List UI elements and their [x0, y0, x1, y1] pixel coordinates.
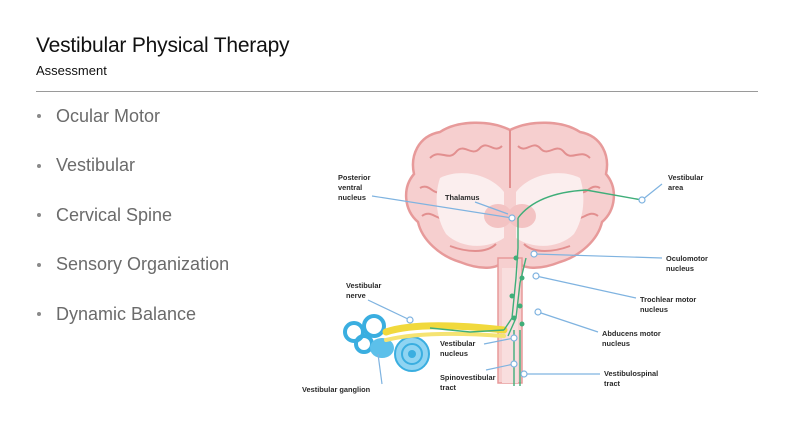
title-divider	[36, 91, 758, 92]
bullet-item: Dynamic Balance	[36, 302, 229, 326]
callout-posterior-ventral	[371, 195, 513, 219]
callout-dot	[530, 250, 538, 258]
bullet-text: Cervical Spine	[56, 204, 173, 225]
bullet-item: Cervical Spine	[36, 203, 229, 227]
callout-lines	[367, 183, 663, 385]
callout-dot	[638, 196, 646, 204]
label-vestibular-nerve-1: Vestibular	[346, 281, 381, 290]
gyri-right-top	[517, 144, 591, 159]
slide-title: Vestibular Physical Therapy	[36, 34, 290, 57]
label-vestibulospinal-1: Vestibulospinal	[604, 369, 658, 378]
nerve-to-nucleus	[429, 327, 505, 333]
vestibule	[370, 338, 394, 358]
semicircular-canal-1	[343, 321, 365, 343]
callout-vestibular-nucleus	[483, 337, 515, 345]
bullet-item: Vestibular	[36, 154, 229, 178]
vestibular-nerve-branch	[384, 331, 506, 342]
bullet-text: Ocular Motor	[56, 105, 161, 126]
semicircular-canal-2	[362, 314, 386, 338]
ascending-pathway-2	[507, 257, 527, 337]
label-oculomotor-1: Oculomotor	[666, 254, 708, 263]
callout-spinovestibular	[485, 363, 515, 371]
label-posterior-ventral-3: nucleus	[338, 193, 366, 202]
bullet-text: Sensory Organization	[56, 254, 230, 274]
bullet-dot-icon	[37, 213, 41, 217]
slide-subtitle: Assessment	[36, 63, 107, 78]
bullet-list: Ocular Motor Vestibular Cervical Spine S…	[36, 104, 229, 352]
bullet-dot-icon	[37, 163, 41, 168]
semicircular-canal-3	[354, 334, 374, 354]
callout-vestibular-nerve	[367, 299, 411, 321]
bullet-text: Vestibular	[56, 155, 136, 175]
label-posterior-ventral-2: ventral	[338, 183, 362, 192]
bullet-dot-icon	[37, 262, 41, 267]
callout-dot	[406, 316, 414, 324]
white-matter-left	[436, 173, 504, 246]
label-abducens-1: Abducens motor	[602, 329, 661, 338]
temporal-right	[523, 243, 571, 252]
callout-dot	[520, 370, 528, 378]
cortical-projection	[517, 189, 643, 219]
white-matter-right	[516, 173, 584, 246]
label-vestibular-nucleus-2: nucleus	[440, 349, 468, 358]
temporal-left	[449, 243, 497, 252]
callout-ganglion	[377, 353, 383, 385]
label-spinovestibular-1: Spinovestibular	[440, 373, 496, 382]
callout-dots	[406, 196, 646, 378]
callout-dot	[532, 272, 540, 280]
cochlea-center	[408, 350, 416, 358]
label-spinovestibular-2: tract	[440, 383, 457, 392]
node	[513, 255, 519, 261]
node	[509, 293, 515, 299]
callout-thalamus	[474, 201, 509, 215]
label-abducens-2: nucleus	[602, 339, 630, 348]
label-thalamus: Thalamus	[445, 193, 480, 202]
node	[517, 303, 523, 309]
node	[511, 315, 517, 321]
callout-dot	[510, 334, 518, 342]
node	[519, 275, 525, 281]
label-vestibulospinal-2: tract	[604, 379, 621, 388]
callout-dot	[534, 308, 542, 316]
label-posterior-ventral-1: Posterior	[338, 173, 371, 182]
bullet-dot-icon	[37, 312, 41, 316]
vestibular-pathway-diagram: Posterior ventral nucleus Thalamus Vesti…	[302, 121, 708, 394]
label-vestibular-area-2: area	[668, 183, 684, 192]
bullet-text: Dynamic Balance	[56, 303, 197, 324]
label-trochlear-1: Trochlear motor	[640, 295, 696, 304]
label-trochlear-2: nucleus	[640, 305, 668, 314]
bullet-item: Ocular Motor	[36, 104, 229, 128]
bullet-dot-icon	[37, 114, 41, 118]
label-oculomotor-2: nucleus	[666, 264, 694, 273]
bullet-item: Sensory Organization	[36, 253, 229, 277]
callout-vestibular-area	[641, 183, 663, 201]
callout-oculomotor	[533, 253, 663, 259]
green-pathways	[429, 189, 643, 386]
callout-trochlear	[535, 275, 637, 299]
callout-abducens	[537, 311, 599, 333]
label-vestibular-ganglion: Vestibular ganglion	[302, 385, 371, 394]
inner-ear	[343, 314, 430, 372]
callout-dot	[510, 360, 518, 368]
node	[519, 321, 525, 327]
callout-dot	[508, 214, 516, 222]
pathway-nodes	[509, 255, 525, 327]
thalamus-right	[508, 204, 536, 228]
brain-section	[405, 121, 615, 269]
vestibular-nerve	[382, 322, 508, 336]
label-vestibular-nerve-2: nerve	[346, 291, 366, 300]
gyri-left-top	[429, 144, 503, 159]
ascending-pathway-1	[503, 218, 519, 331]
label-vestibular-area-1: Vestibular	[668, 173, 703, 182]
cochlea-spiral	[401, 343, 423, 365]
label-vestibular-nucleus-1: Vestibular	[440, 339, 475, 348]
